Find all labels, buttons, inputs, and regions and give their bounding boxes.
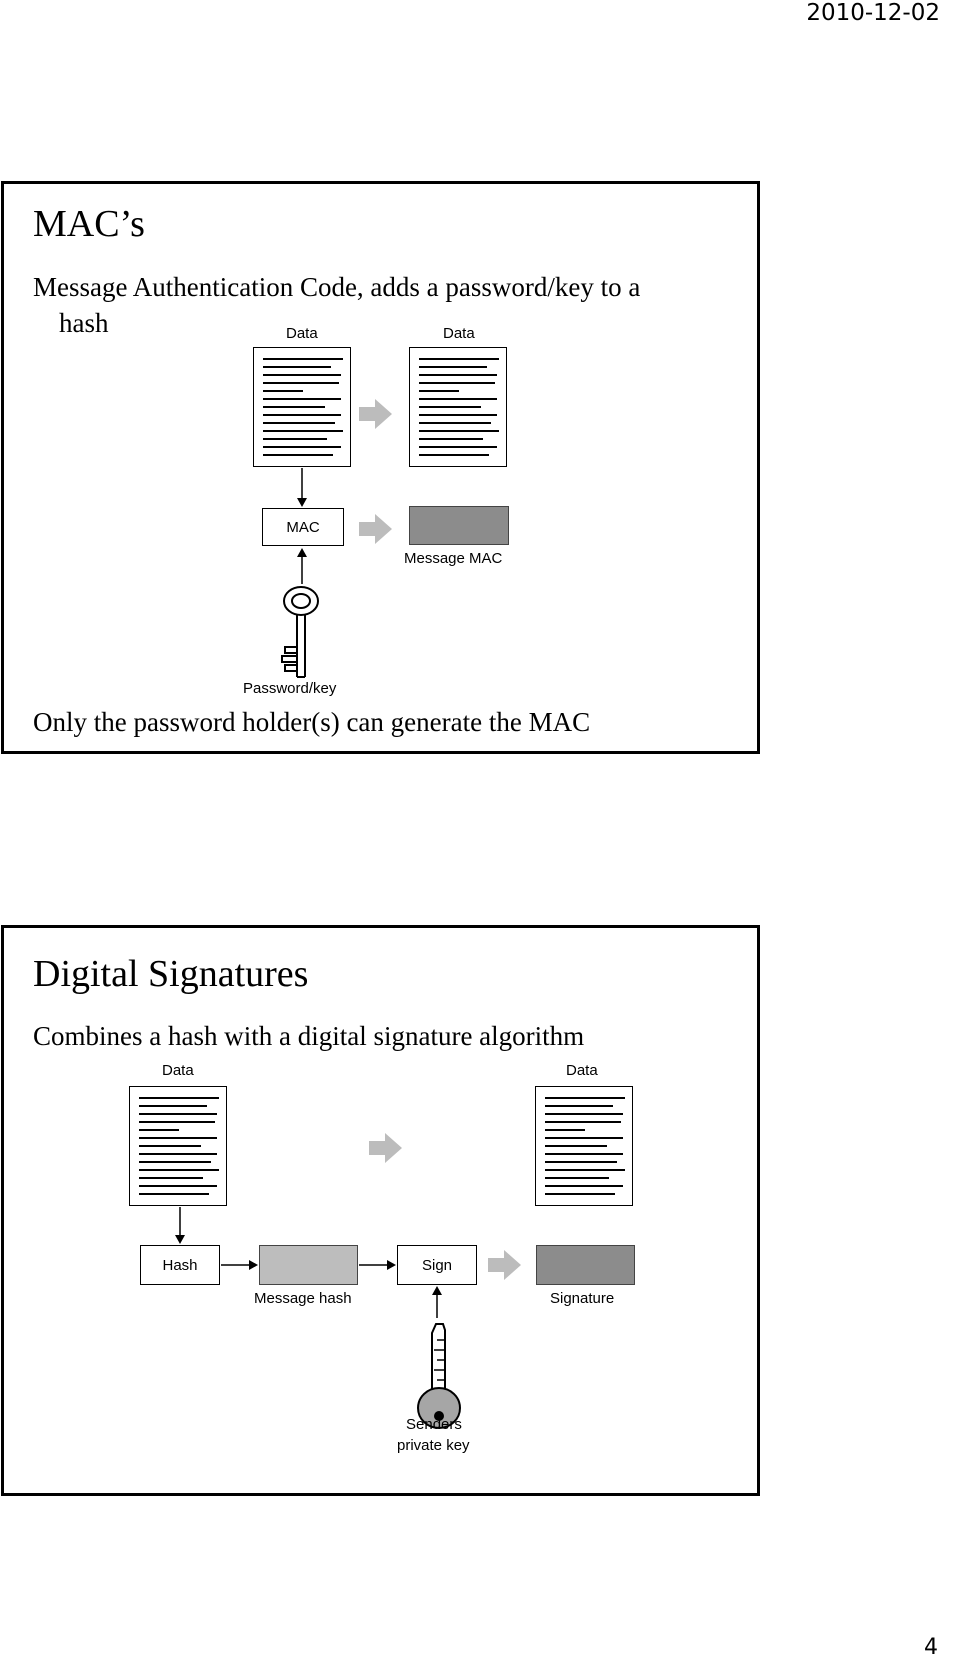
slide-subtitle-line1: Message Authentication Code, adds a pass… <box>33 272 641 302</box>
arrow-up-icon <box>297 548 307 557</box>
arrow-right-icon <box>249 1260 258 1270</box>
arrow-right-icon <box>387 1260 396 1270</box>
data-label-left: Data <box>286 325 318 342</box>
password-key-label: Password/key <box>243 680 337 697</box>
hash-box: Hash <box>140 1245 220 1285</box>
slide-subtitle: Combines a hash with a digital signature… <box>33 1021 585 1051</box>
data-label-right: Data <box>566 1062 598 1079</box>
arrow-down-icon <box>175 1235 185 1244</box>
private-key-label: private key <box>397 1437 470 1454</box>
message-hash-label: Message hash <box>254 1290 352 1307</box>
flow-arrow-icon <box>359 514 392 544</box>
mac-box: MAC <box>262 508 344 546</box>
message-mac-block <box>409 506 509 545</box>
signature-diagram-graphics <box>175 1133 521 1429</box>
page-number: 4 <box>924 1635 938 1660</box>
page-date: 2010-12-02 <box>806 0 940 26</box>
slide-title: MAC’s <box>33 203 145 245</box>
slide-mac: MAC’s Message Authentication Code, adds … <box>1 181 760 754</box>
signature-label: Signature <box>550 1290 615 1307</box>
data-document-left <box>129 1086 227 1206</box>
slide-subtitle-line2: hash <box>59 308 109 338</box>
senders-label: Senders <box>406 1416 462 1433</box>
data-label-right: Data <box>443 325 475 342</box>
flow-arrow-icon <box>369 1133 402 1163</box>
data-document-right <box>535 1086 633 1206</box>
private-key-icon <box>417 1323 461 1429</box>
slide-digital-signatures: Digital Signatures Combines a hash with … <box>1 925 760 1496</box>
flow-arrow-icon <box>359 399 392 429</box>
message-mac-label: Message MAC <box>404 550 503 567</box>
slide-footer-text: Only the password holder(s) can generate… <box>33 707 591 737</box>
data-document-left <box>253 347 351 467</box>
slide-title: Digital Signatures <box>33 953 309 995</box>
message-hash-block <box>259 1245 358 1285</box>
data-document-right <box>409 347 507 467</box>
sign-box: Sign <box>397 1245 477 1285</box>
data-label-left: Data <box>162 1062 194 1079</box>
mac-diagram-graphics <box>281 399 392 678</box>
arrow-down-icon <box>297 498 307 507</box>
arrow-up-icon <box>432 1286 442 1295</box>
flow-arrow-icon <box>488 1250 521 1280</box>
signature-block <box>536 1245 635 1285</box>
skeleton-key-icon <box>281 586 319 678</box>
